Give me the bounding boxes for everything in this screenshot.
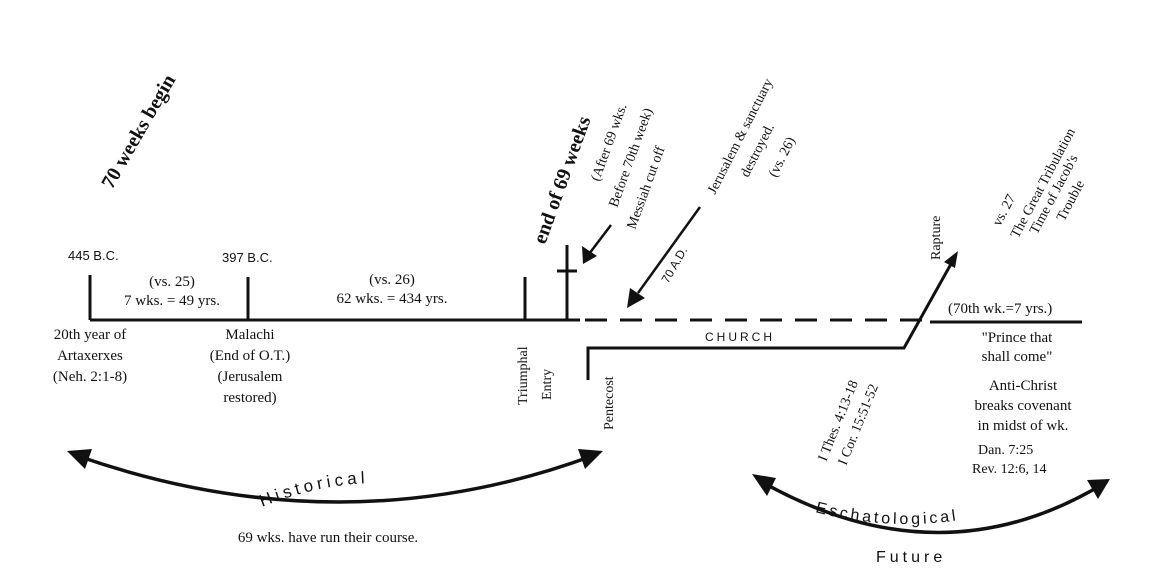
triumphal-label: Triumphal (516, 346, 531, 405)
malachi-line2: (End of O.T.) (210, 348, 291, 364)
artaxerxes-line3: (Neh. 2:1-8) (53, 369, 127, 385)
historical-arc (77, 454, 593, 504)
historical-arrowhead-left (67, 449, 92, 469)
antichrist-line1: Anti-Christ (989, 378, 1058, 394)
sixty-two-weeks-vs: (vs. 26) (369, 272, 415, 288)
eschatological-arc (761, 480, 1104, 535)
end-of-69-weeks-label: end of 69 weeks (529, 113, 596, 247)
church-label: CHURCH (705, 330, 775, 344)
artaxerxes-line1: 20th year of (54, 327, 126, 343)
artaxerxes-line2: Artaxerxes (57, 348, 123, 364)
rapture-arrowhead (944, 251, 958, 268)
entry-label: Entry (540, 369, 555, 400)
eschatological-label: Eschatological (814, 499, 960, 528)
seven-weeks-vs: (vs. 25) (149, 274, 195, 290)
antichrist-line2: breaks covenant (974, 398, 1072, 414)
messiah-arrowhead (582, 246, 597, 264)
dan-reference: Dan. 7:25 (978, 443, 1033, 458)
malachi-line3: (Jerusalem (218, 369, 283, 385)
seven-weeks-years: 7 wks. = 49 yrs. (124, 293, 220, 309)
historical-arrowhead-right (578, 449, 603, 469)
jerusalem-arrowhead (627, 288, 645, 308)
malachi-line4: restored) (223, 390, 276, 406)
jerusalem-arrow (636, 206, 702, 294)
rev-reference: Rev. 12:6, 14 (972, 462, 1047, 477)
antichrist-line3: in midst of wk. (978, 418, 1069, 434)
date-70ad: 70 A.D. (658, 244, 690, 285)
malachi-line1: Malachi (225, 327, 274, 343)
seventy-weeks-begin-label: 70 weeks begin (97, 71, 180, 193)
pentecost-label: Pentecost (602, 376, 617, 430)
eschatological-arrowhead-right (1087, 479, 1110, 499)
messiah-arrow (588, 224, 612, 255)
date-445bc: 445 B.C. (68, 248, 119, 263)
historical-label: Historical (257, 468, 369, 510)
prince-line2: shall come" (982, 349, 1053, 365)
prince-line1: "Prince that (982, 330, 1054, 346)
seventieth-week-label: (70th wk.=7 yrs.) (948, 301, 1052, 317)
eschatological-arrowhead-left (752, 474, 776, 496)
church-line (586, 254, 958, 380)
future-label: Future (876, 549, 946, 566)
date-397bc: 397 B.C. (222, 250, 273, 265)
historical-caption: 69 wks. have run their course. (238, 530, 418, 546)
rapture-label: Rapture (929, 216, 944, 260)
sixty-two-weeks-years: 62 wks. = 434 yrs. (337, 291, 448, 307)
